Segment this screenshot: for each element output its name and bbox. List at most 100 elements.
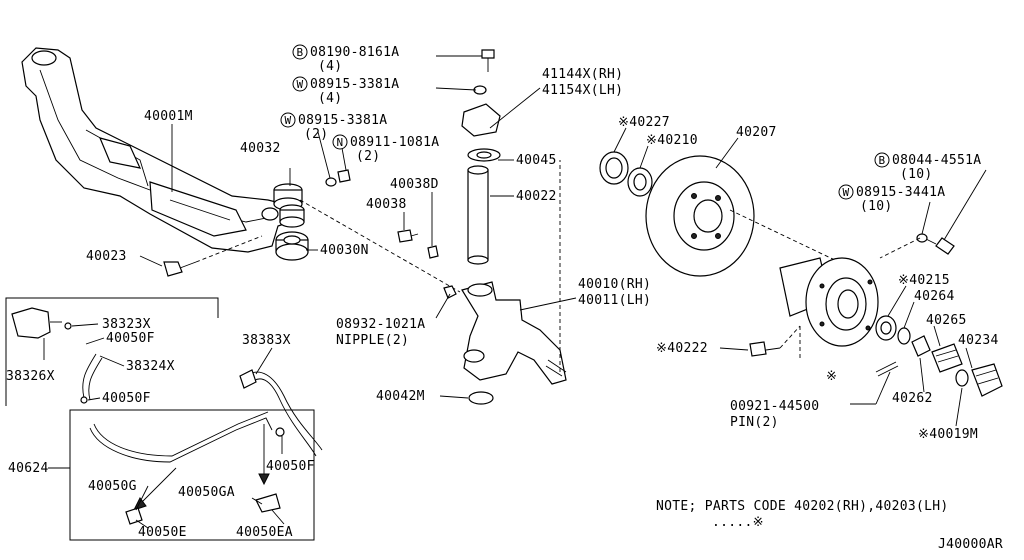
label-40010: 40010(RH) [578,277,651,292]
label-40042m: 40042M [376,389,425,404]
label-08190-8161a: 08190-8161A [310,45,399,60]
guide-line [299,199,461,293]
label-40038d: 40038D [390,177,439,192]
label-08915-3381a: 08915-3381A [298,113,387,128]
label-40030n: 40030N [320,243,369,258]
nut-40038d-drawing [427,245,439,259]
label-08915-3441a: 08915-3441A [856,185,945,200]
bolt-40038-drawing [397,229,419,243]
washer-40264-drawing [897,327,911,345]
marker-b: B [879,154,886,167]
guide-line [195,235,263,263]
circled-markers: B W W N B W [280,44,890,200]
marker-w: W [285,114,292,127]
seal-40227-drawing [599,151,629,185]
label-40050ea: 40050EA [236,525,293,540]
seal-40042m-drawing [468,391,494,405]
clip-40050ea-drawing [255,493,281,513]
label-40264: 40264 [914,289,955,304]
o-ring-drawing [955,369,969,387]
label-qty: (2) [304,127,328,142]
label-40050f: 40050F [266,459,315,474]
label-40265: 40265 [926,313,967,328]
part-labels: 08190-8161A (4) 08915-3381A (4) 41144X(R… [6,45,1003,552]
leader-lines [43,55,987,529]
marker-b: B [297,46,304,59]
label-40019m: ※40019M [918,427,978,442]
hose-38383x-drawing [239,369,323,457]
nut-40262-drawing [911,335,931,357]
washer-drawing [325,177,337,187]
label-40207: 40207 [736,125,777,140]
label-38324x: 38324X [126,359,175,374]
label-40032: 40032 [240,141,281,156]
guide-line [779,325,801,349]
label-40050f: 40050F [106,331,155,346]
bearing-40030n-drawing [275,231,309,261]
bolt-40023-drawing [163,261,197,277]
hub-drawing [779,257,879,347]
label-38326x: 38326X [6,369,55,384]
label-40262: 40262 [892,391,933,406]
arrow-line [139,467,177,505]
pin-drawing [875,361,899,377]
bushing-40032-drawing [273,183,305,228]
label-40022: 40022 [516,189,557,204]
label-08932-1021a: 08932-1021A [336,317,425,332]
note-parts-code: NOTE; PARTS CODE 40202(RH),40203(LH) [656,499,949,514]
label-40001m: 40001M [144,109,193,124]
label-40050g: 40050G [88,479,137,494]
label-40050ga: 40050GA [178,485,235,500]
hose-38324x-drawing [80,353,103,404]
bearing-40215-drawing [875,315,897,341]
label-38323x: 38323X [102,317,151,332]
label-41144x: 41144X(RH) [542,67,623,82]
label-qty: (4) [318,91,342,106]
arrow-head [258,473,270,486]
label-40023: 40023 [86,249,127,264]
marker-n: N [337,136,344,149]
label-40227: ※40227 [618,115,670,130]
label-08915-3381a: 08915-3381A [310,77,399,92]
label-40045: 40045 [516,153,557,168]
brake-rotor-40207-drawing [645,155,755,277]
hub-bolt-drawing [916,233,955,255]
breather-tube-40624-drawing [89,411,285,463]
cap-40234-drawing [971,363,1003,397]
label-40210: ※40210 [646,133,698,148]
label-38383x: 38383X [242,333,291,348]
label-08044-4551a: 08044-4551A [892,153,981,168]
locking-hub-40265-drawing [931,343,963,373]
label-08911-1081a: 08911-1081A [350,135,439,150]
label-qty: (2) [356,149,380,164]
guide-line [879,237,921,259]
label-nipple: NIPPLE(2) [336,333,409,348]
label-40011: 40011(LH) [578,293,651,308]
label-qty: (10) [860,199,893,214]
label-40624: 40624 [8,461,49,476]
label-00921-44500: 00921-44500 [730,399,819,414]
label-qty: (10) [900,167,933,182]
label-star: ※ [826,369,837,384]
diagram-code: J40000AR [938,537,1003,552]
bolt-40222-drawing [749,341,781,357]
bearing-40210-drawing [627,167,653,197]
label-40222: ※40222 [656,341,708,356]
marker-w: W [843,186,850,199]
label-40038: 40038 [366,197,407,212]
note-star-legend: .....※ [712,515,764,530]
marker-w: W [297,78,304,91]
nut-drawing [337,169,351,183]
label-pin: PIN(2) [730,415,779,430]
steering-knuckle-drawing [443,281,567,385]
label-40215: ※40215 [898,273,950,288]
king-pin-drawing [461,49,501,265]
hose-sub-box [5,297,315,541]
clip-40050e-drawing [125,507,143,525]
breather-38326x-drawing [11,307,72,339]
label-40050f: 40050F [102,391,151,406]
transverse-link-drawing [21,47,297,253]
label-qty: (4) [318,59,342,74]
label-40050e: 40050E [138,525,187,540]
